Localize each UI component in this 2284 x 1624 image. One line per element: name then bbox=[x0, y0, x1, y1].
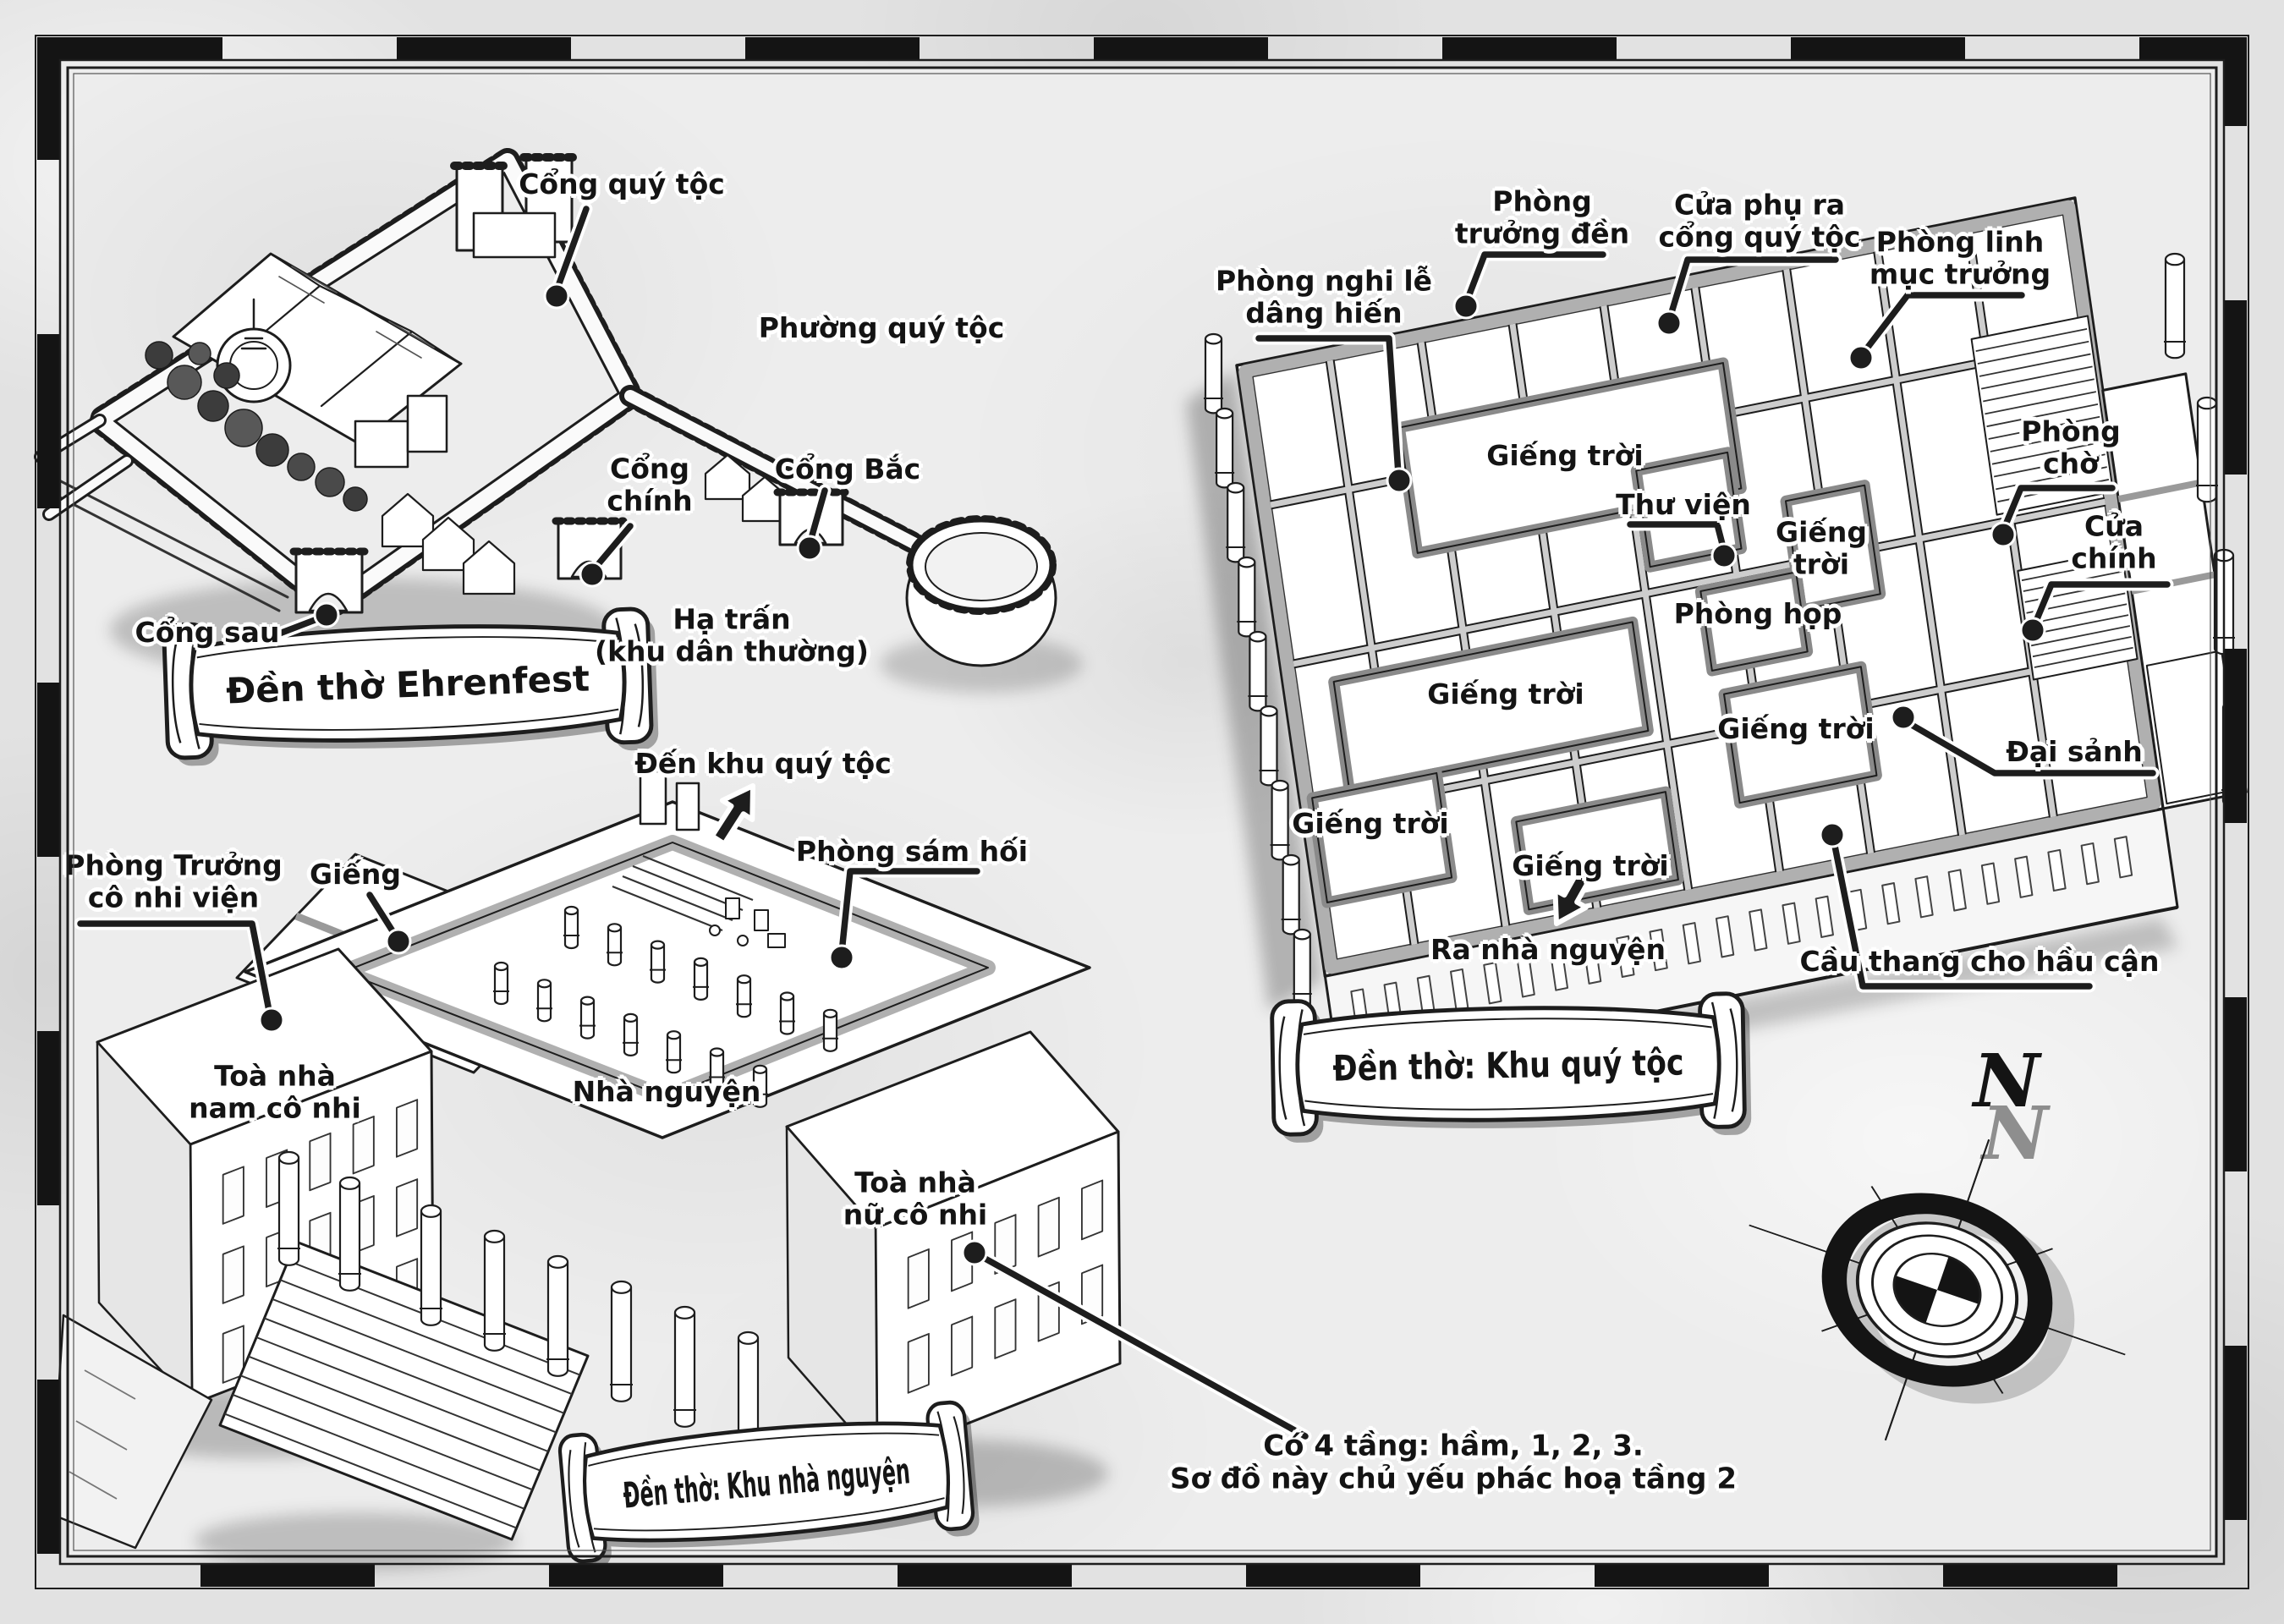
label-gieng-troi-4: Giếng trời bbox=[1292, 806, 1449, 840]
label-cong-sau: Cổng sau bbox=[135, 615, 280, 649]
chapel-area-illustration bbox=[49, 770, 1122, 1550]
chapel-hall-columns bbox=[493, 905, 838, 1108]
compass-rose: N N bbox=[1749, 1039, 2148, 1457]
noble-facade-windows bbox=[1350, 836, 2133, 1031]
skylight-courts bbox=[1306, 357, 1886, 915]
label-dai-sanh: Đại sảnh bbox=[2006, 734, 2143, 768]
lower-town-houses bbox=[381, 453, 788, 595]
label-ha-tran: Hạ trấn(khu dân thường) bbox=[594, 602, 870, 668]
banner-noble: Đền thờ: Khu quý tộc bbox=[1271, 993, 1751, 1143]
label-phuong-quy-toc: Phường quý tộc bbox=[758, 310, 1005, 344]
label-phong-hop: Phòng họp bbox=[1673, 596, 1842, 630]
label-cong-bac: Cổng Bắc bbox=[774, 452, 921, 486]
altar-furniture bbox=[709, 897, 786, 948]
label-gieng-troi-3: Giếng trời bbox=[1427, 677, 1584, 710]
compass-north-label: N bbox=[1979, 1091, 2051, 1177]
trees bbox=[145, 341, 368, 512]
banner-text-noble: Đền thờ: Khu quý tộc bbox=[1332, 1041, 1684, 1089]
grand-staircase bbox=[218, 1240, 590, 1541]
girls-orphanage-building bbox=[785, 1030, 1122, 1461]
banner-overview: Đền thờ Ehrenfest bbox=[163, 608, 658, 766]
label-gieng-troi-5: Giếng trời bbox=[1512, 848, 1669, 882]
compass-north-letter: N bbox=[1971, 1039, 2043, 1124]
label-ra-nha-nguyen: Ra nhà nguyện bbox=[1430, 932, 1666, 966]
banner-chapel: Đền thờ: Khu nhà nguyện bbox=[558, 1401, 980, 1570]
label-cau-thang-cho-hau-can: Cầu thang cho hầu cận bbox=[1799, 944, 2160, 978]
label-cong-quy-toc: Cổng quý tộc bbox=[519, 167, 725, 200]
label-den-khu-quy-toc: Đến khu quý tộc bbox=[634, 746, 892, 780]
noble-gate-structure bbox=[450, 153, 579, 259]
label-thu-vien: Thư viện bbox=[1616, 487, 1751, 521]
floor-note: Có 4 tầng: hầm, 1, 2, 3.Sơ đồ này chủ yế… bbox=[1169, 1429, 1738, 1496]
label-gieng: Giếng bbox=[310, 857, 401, 891]
label-gieng-troi-1: Giếng trời bbox=[1486, 438, 1644, 472]
label-gieng-troi-6: Giếng trời bbox=[1717, 711, 1875, 745]
label-nha-nguyen: Nhà nguyện bbox=[572, 1074, 761, 1108]
label-phong-sam-hoi: Phòng sám hối bbox=[795, 834, 1029, 868]
